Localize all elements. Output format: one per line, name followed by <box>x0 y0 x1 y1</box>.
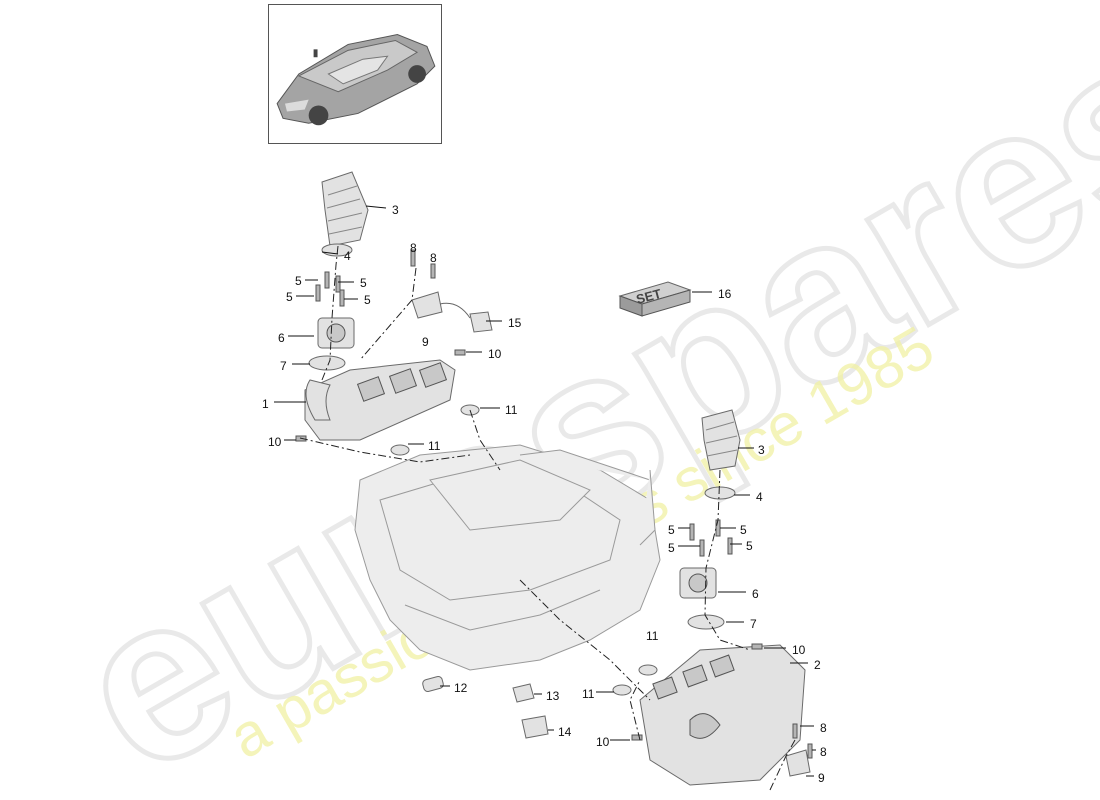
clip-14 <box>521 715 549 739</box>
watermark-brand: eurospares <box>36 0 1100 800</box>
callout-label: 3 <box>758 443 765 457</box>
o-ring-11c <box>638 664 658 676</box>
gasket-left-7 <box>308 355 346 371</box>
callout-label: 9 <box>422 335 429 349</box>
car-icon <box>276 34 436 126</box>
intake-manifold-left <box>304 359 456 441</box>
set-box-16: SET <box>618 281 692 317</box>
o-ring-11b <box>390 444 410 456</box>
callout-label: 4 <box>344 249 351 263</box>
callout-label: 10 <box>596 735 610 749</box>
callout-label: 4 <box>756 490 763 504</box>
set-badge-label: SET <box>634 286 662 307</box>
sensor-15 <box>469 311 493 333</box>
callout-label: 10 <box>792 643 806 657</box>
callout-label: 5 <box>740 523 747 537</box>
callout-label: 7 <box>280 359 287 373</box>
callout-label: 8 <box>430 251 437 265</box>
throttle-body-right <box>679 567 717 599</box>
callout-label: 3 <box>392 203 399 217</box>
callout-label: 9 <box>818 771 825 785</box>
o-ring-11d <box>612 684 632 696</box>
bracket-right <box>785 749 811 777</box>
callout-label: 1 <box>262 397 269 411</box>
callout-label: 5 <box>668 541 675 555</box>
callout-label: 2 <box>814 658 821 672</box>
callout-label: 5 <box>286 290 293 304</box>
callout-label: 12 <box>454 681 468 695</box>
gasket-right-7 <box>687 614 725 630</box>
callout-label: 8 <box>410 241 417 255</box>
callout-label: 7 <box>750 617 757 631</box>
callout-label: 10 <box>268 435 282 449</box>
part-12 <box>422 676 444 692</box>
callout-label: 8 <box>820 721 827 735</box>
engine-block <box>354 444 661 671</box>
callout-label: 11 <box>582 687 595 701</box>
callout-label: 11 <box>428 439 441 453</box>
clip-13 <box>512 683 535 703</box>
callout-label: 5 <box>360 276 367 290</box>
callout-leader <box>321 251 339 255</box>
bolts <box>295 249 813 759</box>
callout-label: 6 <box>752 587 759 601</box>
throttle-body-left <box>317 317 355 349</box>
bracket-left <box>411 291 443 319</box>
callout-label: 11 <box>505 403 518 417</box>
callout-label: 5 <box>364 293 371 307</box>
assembly-lines <box>299 245 796 791</box>
callout-label: 5 <box>746 539 753 553</box>
callout-label: 14 <box>558 725 572 739</box>
intake-hose-left <box>321 171 369 247</box>
intake-hose-right <box>701 409 741 471</box>
callout-label: 15 <box>508 316 522 330</box>
callout-label: 16 <box>718 287 732 301</box>
callout-label: 11 <box>646 629 659 643</box>
callout-label: 6 <box>278 331 285 345</box>
gasket-right-4 <box>704 486 736 500</box>
callout-label: 10 <box>488 347 502 361</box>
intake-manifold-right <box>639 644 806 786</box>
callout-label: 5 <box>295 274 302 288</box>
callout-label: 13 <box>546 689 560 703</box>
callout-label: 5 <box>668 523 675 537</box>
callout-label: 8 <box>820 745 827 759</box>
callout-leader <box>365 205 387 209</box>
vehicle-thumbnail <box>268 4 442 144</box>
